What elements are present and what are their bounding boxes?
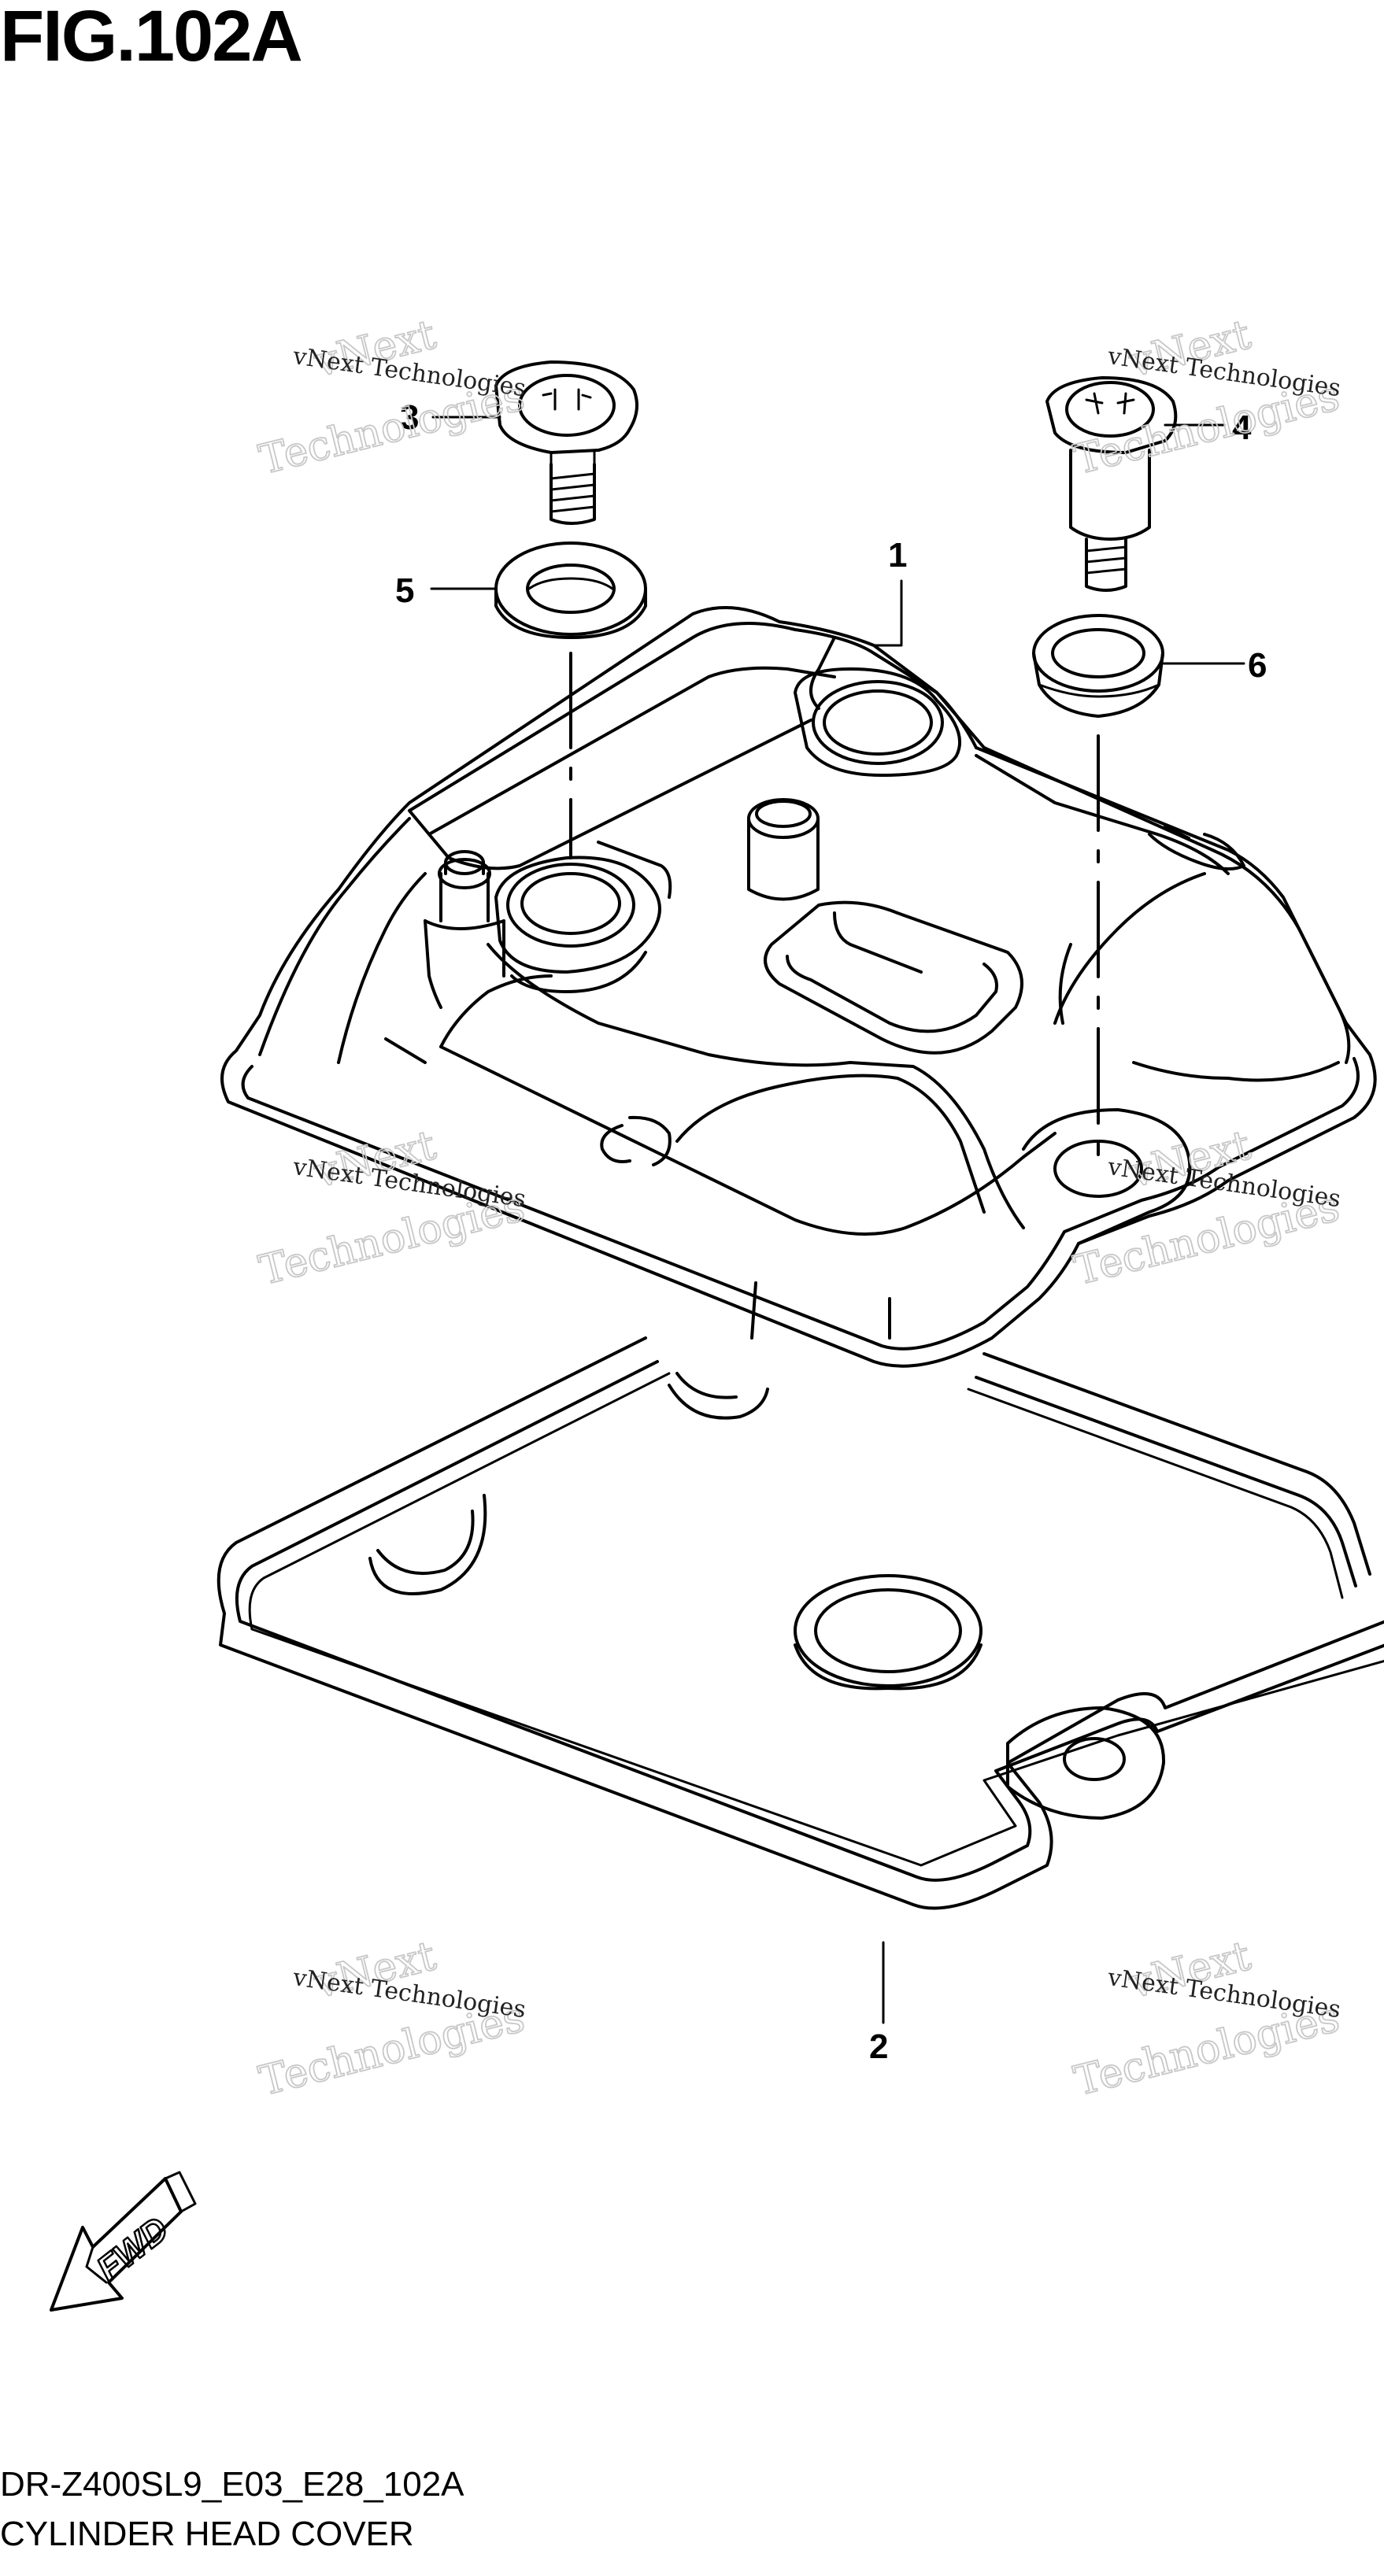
leader-lines	[430, 416, 1245, 2024]
figure-description: CYLINDER HEAD COVER	[0, 2515, 414, 2553]
callout-5: 5	[395, 571, 414, 610]
watermark-mid-left: vNext Technologies vNext Technologies	[254, 1121, 530, 1295]
fwd-arrow: FWD	[50, 2171, 197, 2312]
watermark-bottom-right: vNext Technologies vNext Technologies	[1069, 1931, 1345, 2106]
bolt-4	[1045, 376, 1178, 592]
figure-title: FIG.102A	[0, 0, 303, 76]
callout-3: 3	[400, 398, 419, 437]
watermark-bottom-left: vNext Technologies vNext Technologies	[254, 1931, 530, 2106]
callout-labels: 1 2 3 4 5 6	[395, 398, 1267, 2066]
callout-6: 6	[1248, 646, 1267, 685]
bolt-3	[494, 360, 638, 525]
washer-5	[494, 541, 647, 639]
watermark-top-left: vNext Technologies vNext Technologies	[254, 310, 530, 485]
grommet-6	[1032, 614, 1164, 718]
watermark-mid-right: vNext Technologies vNext Technologies	[1069, 1121, 1345, 1295]
watermark-top-right: vNext Technologies vNext Technologies	[1069, 310, 1345, 485]
cylinder-head-cover	[220, 606, 1377, 1368]
model-code: DR-Z400SL9_E03_E28_102A	[0, 2465, 464, 2504]
head-cover-gasket	[216, 1336, 1384, 1910]
callout-4: 4	[1232, 408, 1252, 447]
callout-1: 1	[888, 536, 907, 575]
assembly-centerlines	[569, 652, 1100, 1166]
callout-2: 2	[869, 2027, 888, 2066]
